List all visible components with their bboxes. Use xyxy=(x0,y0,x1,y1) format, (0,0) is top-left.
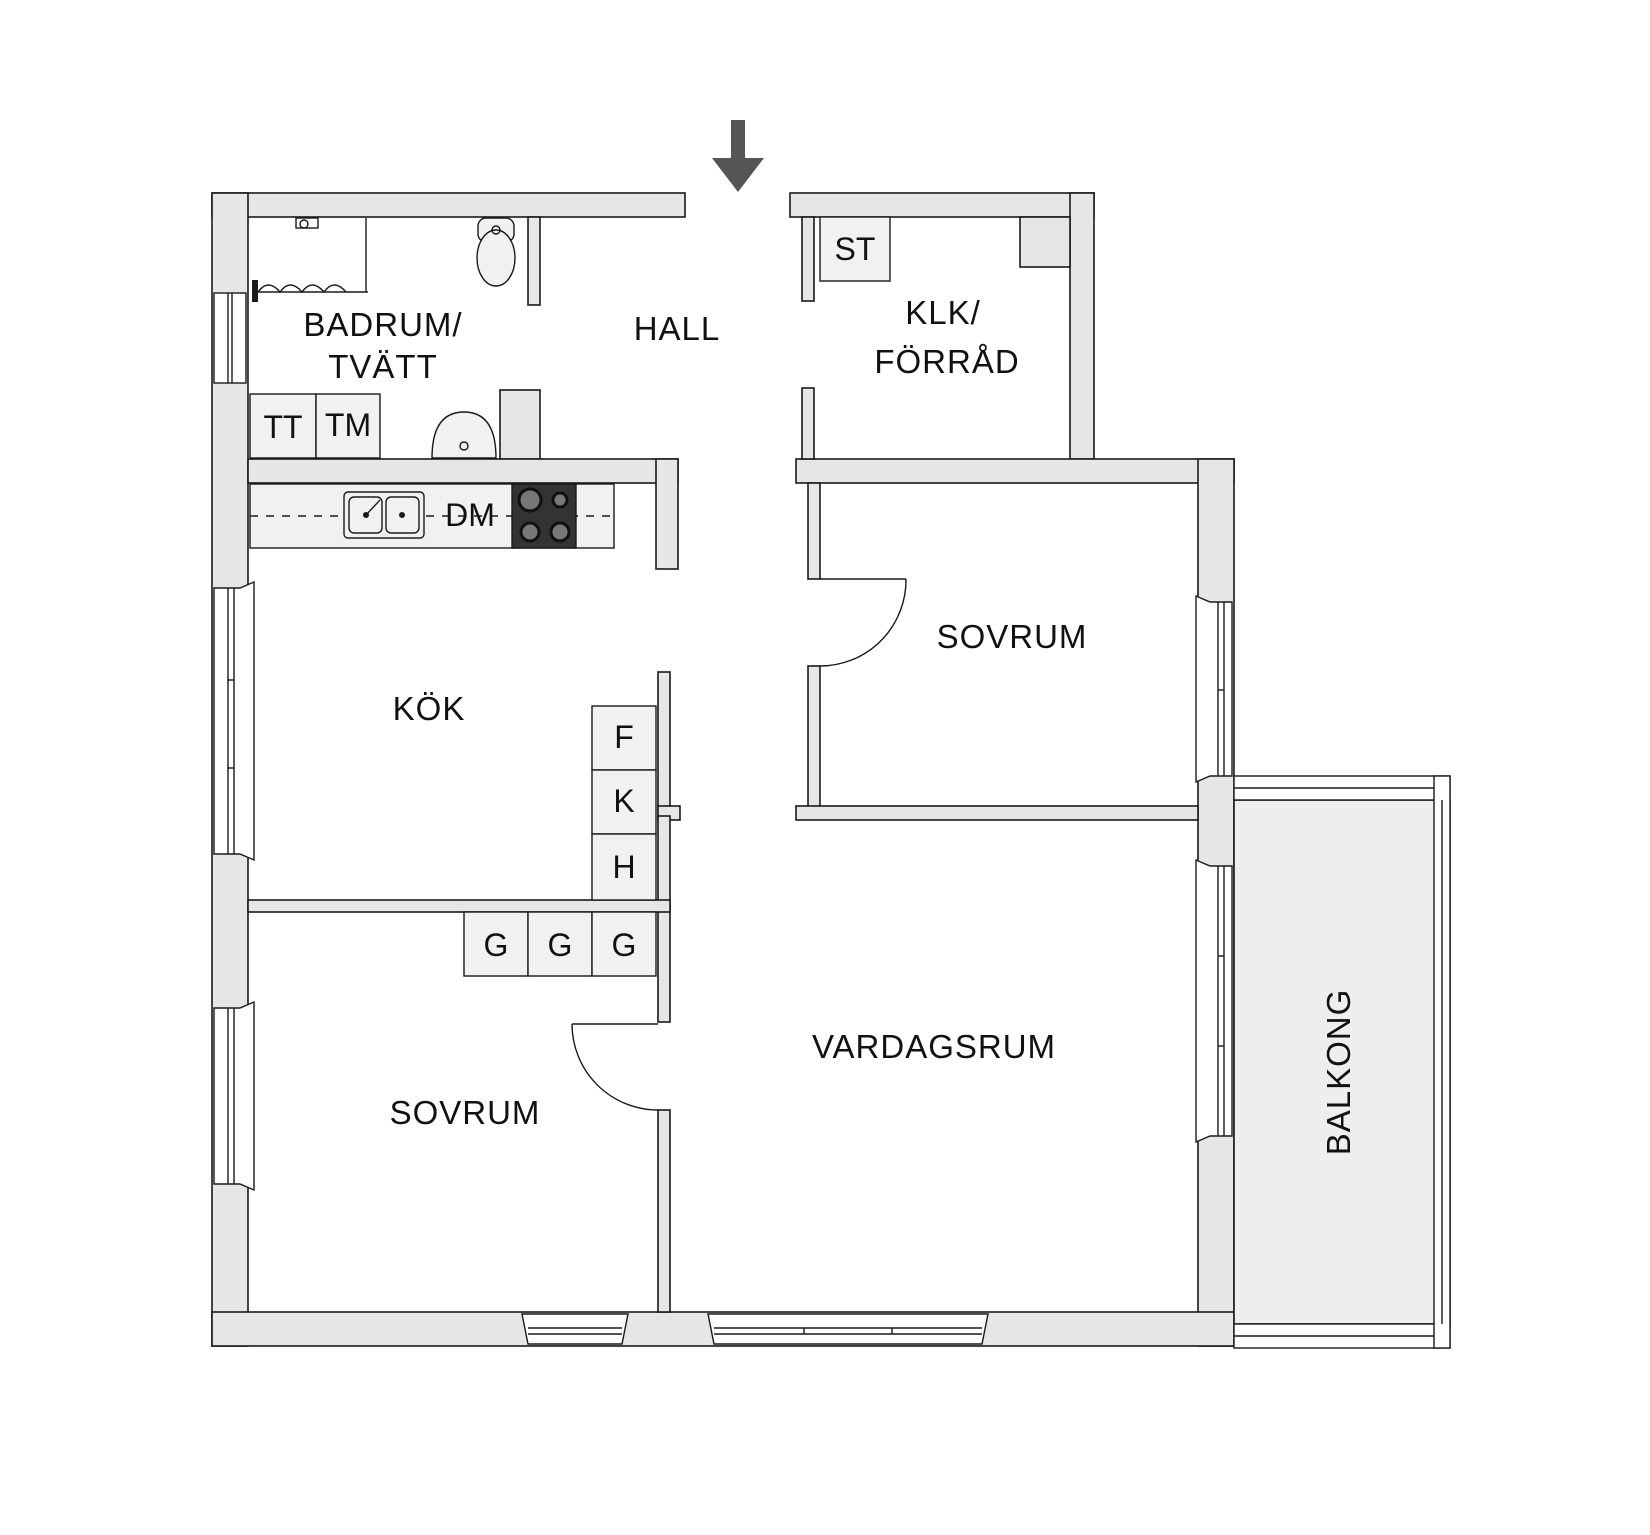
f-label: F xyxy=(614,719,634,755)
tt-label: TT xyxy=(263,409,302,445)
tm-box: TM xyxy=(315,393,381,459)
fkh-storage: F K H xyxy=(591,705,657,901)
g2-label: G xyxy=(548,927,573,963)
toilet-icon xyxy=(476,217,516,287)
interior-walls xyxy=(247,216,1199,1313)
st-label: ST xyxy=(835,231,876,267)
kok-label: KÖK xyxy=(393,690,466,727)
dm-label: DM xyxy=(445,497,495,533)
room-labels: BADRUM/ TVÄTT HALL KLK/ FÖRRÅD KÖK SOVRU… xyxy=(303,294,1357,1155)
badrum-label-line2: TVÄTT xyxy=(328,348,438,385)
balkong-label: BALKONG xyxy=(1320,989,1357,1156)
hall-label: HALL xyxy=(634,310,721,347)
door-swing-icon xyxy=(571,578,907,1111)
badrum-label-line1: BADRUM/ xyxy=(303,306,462,343)
g1-label: G xyxy=(484,927,509,963)
shower-icon xyxy=(252,217,368,302)
vardagsrum-label: VARDAGSRUM xyxy=(812,1028,1056,1065)
tm-label: TM xyxy=(325,407,371,443)
klk-label-line1: KLK/ xyxy=(905,294,981,331)
windows xyxy=(213,292,1233,1345)
balcony xyxy=(1233,775,1451,1349)
double-sink-icon xyxy=(343,491,425,539)
stove-icon xyxy=(511,483,577,549)
kitchen-counter: DM xyxy=(249,483,615,549)
sink-icon xyxy=(431,411,497,459)
st-box: ST xyxy=(819,216,891,282)
h-label: H xyxy=(612,849,635,885)
sovrum-left-label: SOVRUM xyxy=(390,1094,541,1131)
sovrum-right-label: SOVRUM xyxy=(937,618,1088,655)
tt-box: TT xyxy=(249,393,317,459)
g3-label: G xyxy=(612,927,637,963)
entrance-arrow-icon xyxy=(712,120,764,192)
k-label: K xyxy=(613,783,634,819)
klk-label-line2: FÖRRÅD xyxy=(874,343,1019,380)
ggg-wardrobes: G G G xyxy=(463,911,657,977)
